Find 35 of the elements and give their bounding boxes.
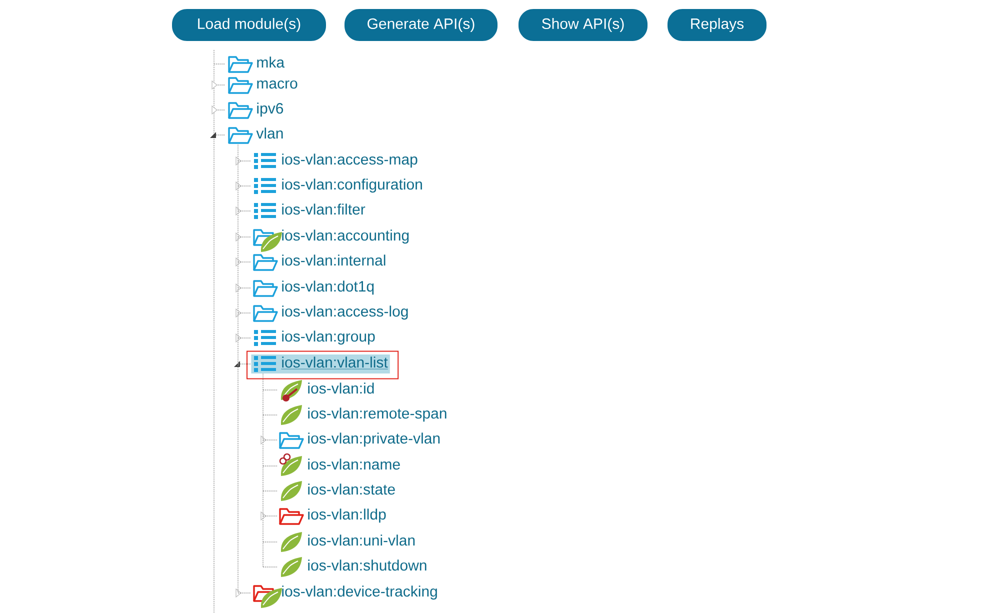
tree-item: ios-vlan:configuration: [282, 178, 422, 193]
tree-item: ios-vlan:uni-vlan: [308, 534, 415, 546]
tree-line: [262, 414, 278, 416]
tree-item: ios-vlan:shutdown: [308, 560, 426, 571]
tree-item: ios-vlan:device-tracking: [282, 586, 437, 600]
tree-item: ios-vlan:dot1q: [282, 280, 374, 295]
tree-item: ios-vlan:name: [308, 458, 400, 470]
tree-item: ipv6: [257, 102, 284, 117]
tree-item: mka: [257, 56, 285, 68]
tree-line: [238, 592, 252, 594]
button: Generate API(s): [344, 9, 498, 41]
button: Show API(s): [518, 9, 648, 41]
tree-item: macro: [257, 80, 298, 89]
tree-item: ios-vlan:access-log: [282, 306, 408, 320]
selected-tree-item: ios-vlan:vlan-list: [251, 354, 390, 374]
tree-line: [238, 312, 252, 314]
tree-item: vlan: [256, 128, 283, 139]
tree-line: [238, 160, 252, 162]
button: Replays: [668, 9, 766, 41]
tree-line: [262, 373, 264, 568]
tree-item: ios-vlan:lldp: [308, 508, 386, 523]
tree-item: ios-vlan:accounting: [282, 230, 409, 244]
tree-item: ios-vlan:id: [308, 382, 374, 394]
tree-line: [238, 210, 252, 212]
tree-item: ios-vlan:filter: [282, 204, 366, 215]
button: Load module(s): [172, 9, 326, 41]
tree-item: ios-vlan:private-vlan: [308, 432, 440, 447]
tree-line: [262, 566, 278, 568]
tree-item: ios-vlan:internal: [282, 254, 386, 266]
tree-item: ios-vlan:state: [308, 484, 395, 495]
tree-item: ios-vlan:remote-span: [308, 408, 446, 422]
tree-line: [238, 236, 252, 238]
tree-item: ios-vlan:access-map: [282, 154, 418, 168]
tree-item: ios-vlan:group: [282, 330, 375, 345]
tree-line: [262, 490, 278, 492]
